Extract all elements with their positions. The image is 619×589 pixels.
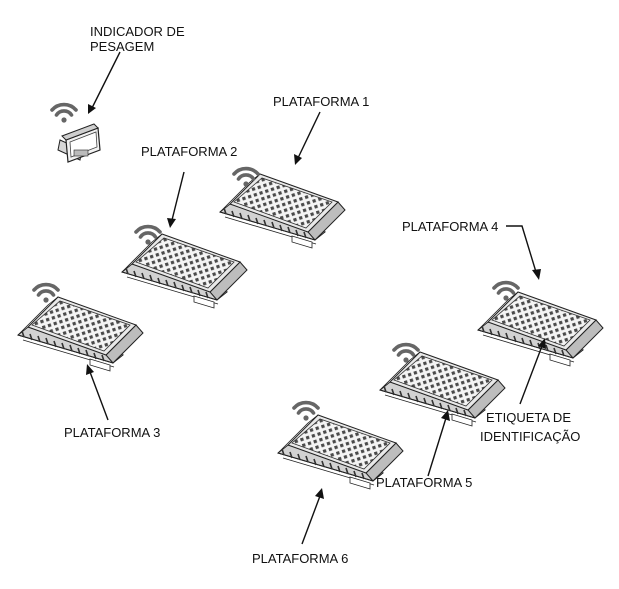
indicator-wifi-icon [50, 102, 78, 125]
platform-4-label: PLATAFORMA 4 [402, 219, 498, 234]
platform-6-label: PLATAFORMA 6 [252, 551, 348, 566]
weighing-indicator [57, 123, 101, 163]
platform-3 [17, 296, 144, 372]
indicator-label-line2: PESAGEM [90, 39, 154, 54]
tag-label-line1: ETIQUETA DE [486, 410, 571, 425]
tag-label-line2: IDENTIFICAÇÃO [480, 429, 580, 444]
platform-4 [477, 291, 604, 367]
platform-3-label: PLATAFORMA 3 [64, 425, 160, 440]
platform-5-label: PLATAFORMA 5 [376, 475, 472, 490]
platform-2-label: PLATAFORMA 2 [141, 144, 237, 159]
indicator-label-line1: INDICADOR DE [90, 24, 185, 39]
platform-1-label: PLATAFORMA 1 [273, 94, 369, 109]
platform-2 [121, 233, 248, 309]
platform-1 [219, 173, 346, 249]
arrows [86, 51, 546, 545]
